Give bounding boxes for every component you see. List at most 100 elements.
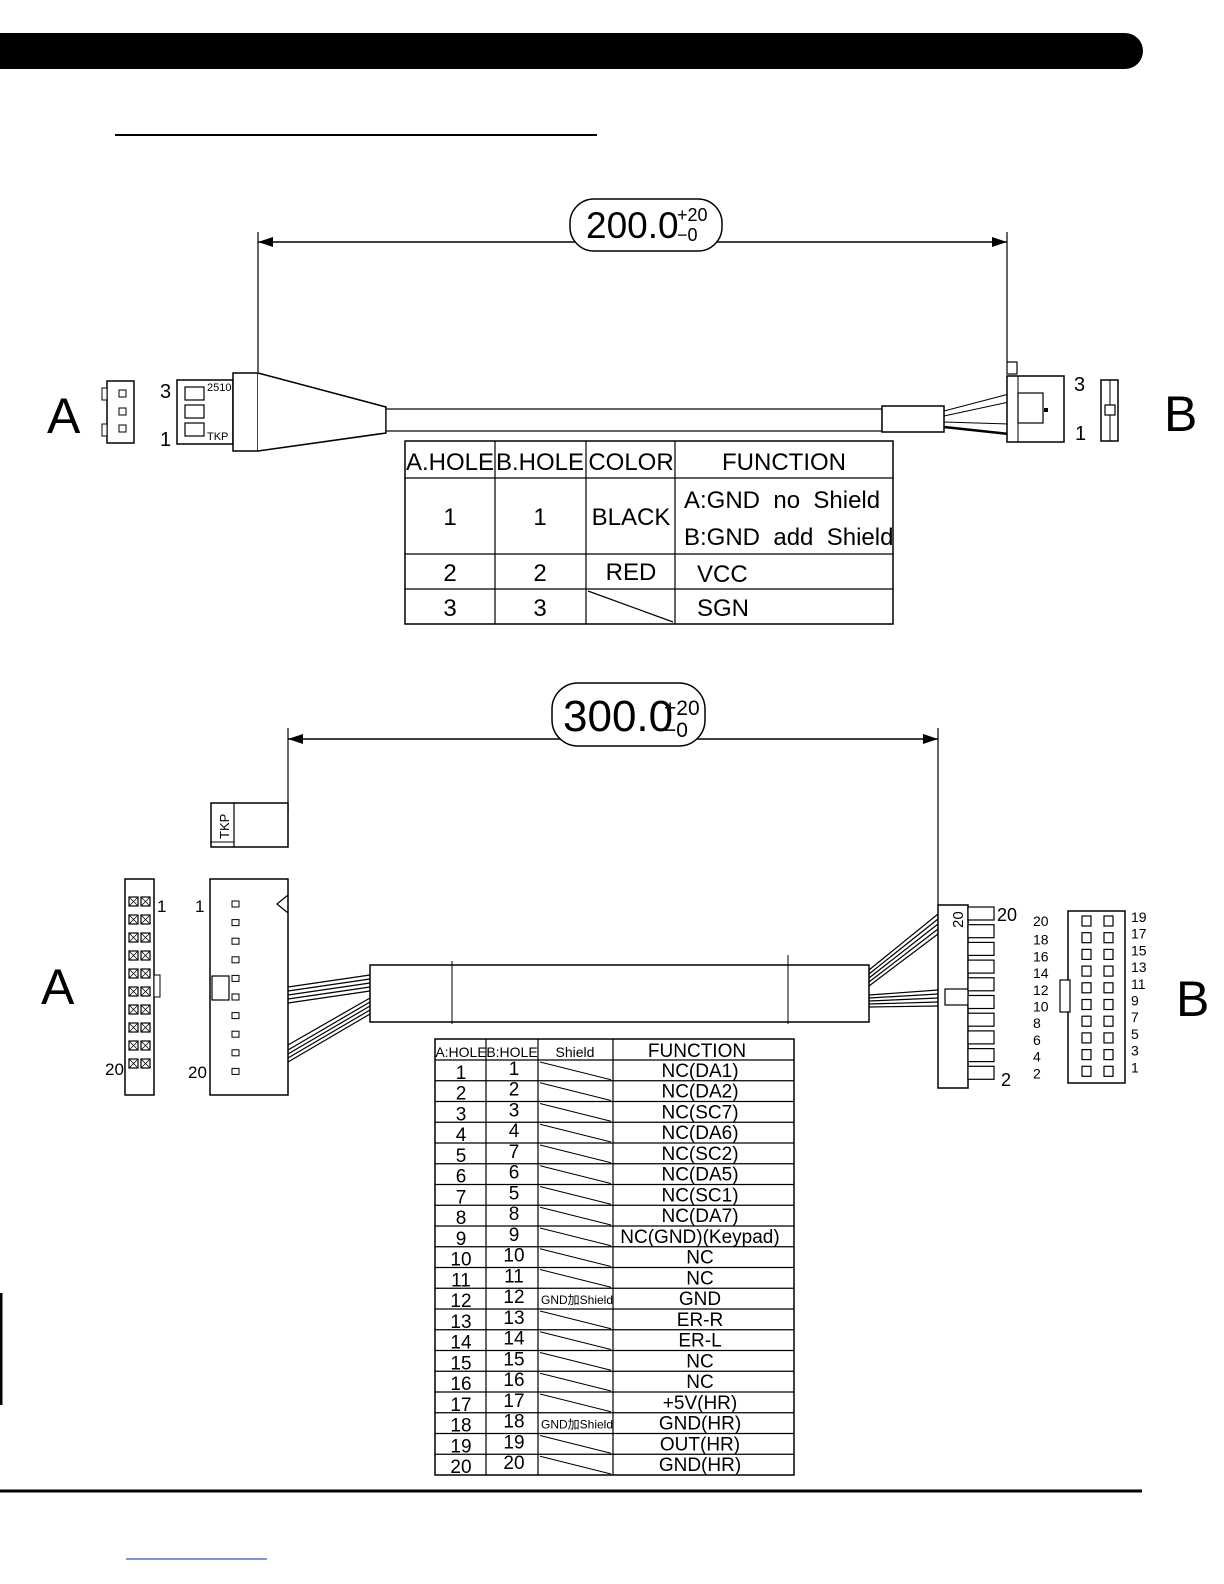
cavity-icon [128,932,139,943]
cell-shield-slash [539,1310,612,1330]
cavity-icon [1081,982,1092,994]
terminal-icon [231,993,240,1001]
cavity-icon [140,968,151,979]
cable2-end-b-side-top: 20 [997,905,1017,925]
pin-number: 19 [1131,909,1147,925]
cell-a-hole: 2 [456,1084,467,1105]
cell-shield-slash [539,1082,612,1101]
cell-shield-slash [539,1103,612,1122]
terminal-icon [231,1067,240,1075]
pin-number: 8 [1033,1015,1041,1031]
pin-number: 3 [1131,1043,1139,1059]
cable1-cell-color: BLACK [592,504,671,531]
cable2-tag-label: TKP [217,814,232,839]
cell-a-hole: 3 [456,1104,467,1125]
cable1-end-b-connector [1006,361,1065,443]
pin-number: 9 [1131,993,1139,1009]
cell-function: NC(SC7) [661,1102,738,1123]
cable1-th-function: FUNCTION [722,449,846,476]
cell-a-hole: 10 [450,1250,471,1271]
cell-a-hole: 9 [456,1229,467,1250]
cavity-icon [1103,965,1114,977]
cell-a-hole: 4 [456,1125,467,1146]
cable2-end-a-face-last: 20 [105,1060,124,1079]
cell-b-hole: 3 [509,1100,520,1121]
cell-shield-slash [539,1372,612,1392]
cell-a-hole: 20 [450,1457,471,1478]
cable1-cell-a: 2 [443,560,456,587]
fin-icon [967,1030,995,1045]
cable1-end-b-pin-bottom: 1 [1075,423,1086,445]
cable1-cell-a: 3 [443,595,456,622]
cell-b-hole: 2 [509,1080,520,1101]
cell-function: ER-L [678,1331,721,1352]
cell-function: OUT(HR) [660,1434,740,1455]
cell-a-hole: 11 [451,1270,471,1291]
cell-b-hole: 19 [503,1432,524,1453]
cable1-color-empty-slash [587,590,674,623]
cable1-end-a-pin-top: 3 [160,381,171,403]
pin-number: 1 [1131,1059,1139,1075]
cell-b-hole: 10 [503,1246,524,1267]
cable1-table: A.HOLE B.HOLE COLOR FUNCTION 1 1 BLACK A… [404,440,894,625]
cable2-end-b-label: B [1176,971,1209,1027]
cell-shield-slash [539,1269,612,1288]
cell-b-hole: 17 [503,1391,524,1412]
cavity-icon [128,968,139,979]
cable1-sleeve [881,405,945,433]
cable2-tkp-tag: TKP [210,802,289,848]
pin-number: 12 [1033,982,1049,998]
cavity-icon [128,1058,139,1069]
cell-b-hole: 4 [509,1121,520,1142]
cell-b-hole: 1 [509,1059,520,1080]
cell-b-hole: 8 [509,1204,520,1225]
cable1-end-a-code-top: 2510 [207,382,231,394]
fin-icon [967,977,995,992]
cable1-end-a-code-bottom: TKP [207,431,228,443]
cell-shield-slash [539,1455,612,1475]
cavity-icon [128,914,139,925]
terminal-icon [231,974,240,982]
fin-icon [967,906,995,921]
cavity-icon [1081,998,1092,1011]
fin-icon [967,1047,995,1063]
cavity-icon [1081,1048,1092,1061]
pin-number: 4 [1033,1049,1041,1065]
cell-shield-slash [539,1123,612,1143]
cavity-icon [140,896,151,907]
terminal-icon [231,1030,240,1038]
cell-b-hole: 15 [503,1349,524,1370]
cable2-end-b-side-bottom: 2 [1001,1070,1011,1090]
fin-icon [967,994,995,1010]
cell-b-hole: 11 [504,1266,524,1287]
cell-shield-slash [539,1352,612,1371]
pin-number: 11 [1131,976,1146,992]
cable1-drawing: 200.0 +20 −0 A 3 1 2510 TKP [47,198,1197,452]
cavity-icon [1103,948,1114,961]
cable1-cell-color: RED [606,559,657,586]
cable1-wires [943,393,1010,436]
cable1-th-b-hole: B.HOLE [496,449,584,476]
cavity-icon [140,1022,151,1033]
cavity-icon [1081,948,1092,961]
cell-function: GND [679,1289,721,1310]
cable1-cell-function: A:GND no Shield [684,487,880,514]
pin-number: 2 [1033,1065,1041,1081]
cell-b-hole: 13 [503,1308,524,1329]
